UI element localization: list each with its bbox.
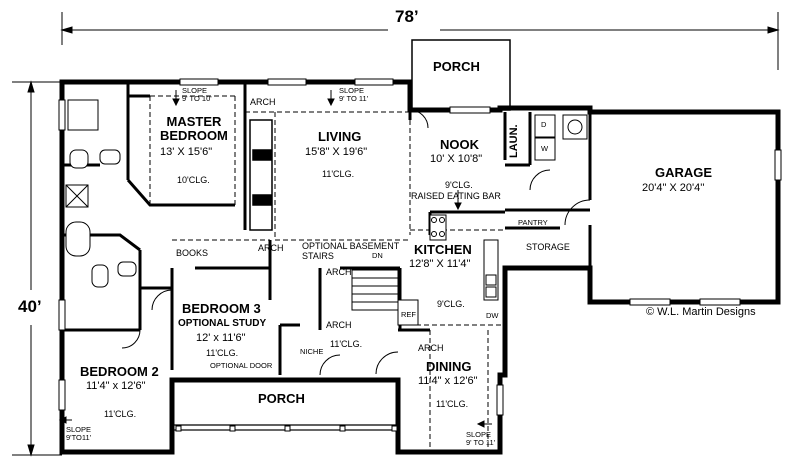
width-dimension-line <box>60 12 780 70</box>
bath-fixtures <box>65 99 137 288</box>
porch-top-title: PORCH <box>433 59 480 74</box>
master-bedroom-ceiling: 10'CLG. <box>177 175 210 185</box>
nook-title: NOOK <box>440 137 479 152</box>
master-bedroom-size: 13' X 15'6" <box>160 146 213 158</box>
bedroom2-title: BEDROOM 2 <box>80 364 159 379</box>
bedroom2-ceiling: 11'CLG. <box>104 409 137 419</box>
hall-ceiling: 11'CLG. <box>330 339 363 349</box>
interior-walls <box>62 82 592 375</box>
dashed-openings <box>149 95 505 450</box>
storage-label: STORAGE <box>526 242 570 252</box>
arch-label: ARCH <box>326 267 352 277</box>
kitchen-fixtures <box>397 214 499 326</box>
nook-size: 10' X 10'8" <box>430 153 483 165</box>
fireplace <box>249 119 273 231</box>
dining-ceiling: 11'CLG. <box>436 399 469 409</box>
bedroom3-ceiling: 11'CLG. <box>206 348 239 358</box>
overall-depth-label: 40’ <box>18 297 42 316</box>
kitchen-title: KITCHEN <box>414 242 472 257</box>
porch-bottom-title: PORCH <box>258 391 305 406</box>
nook-ceiling: 9'CLG. <box>445 180 473 190</box>
porch-top-outline <box>411 39 511 111</box>
bedroom3-subtitle: OPTIONAL STUDY <box>178 318 267 329</box>
bedroom3-size: 12' x 11'6" <box>196 332 246 344</box>
bedroom2-slope-label: SLOPE 9'TO11' <box>66 425 92 443</box>
bedroom2-size: 11'4" x 12'6" <box>86 380 146 392</box>
arch-label: ARCH <box>326 320 352 330</box>
master-bedroom-title: MASTER BEDROOM <box>160 114 228 144</box>
raised-eating-bar-label: RAISED EATING BAR <box>411 191 501 201</box>
windows <box>58 78 782 416</box>
dining-size: 11'4" x 12'6" <box>418 375 478 387</box>
door-swings <box>121 109 591 376</box>
slope-arrows <box>58 90 492 428</box>
stairs <box>351 269 399 311</box>
niche-label: NICHE <box>300 347 324 356</box>
bedroom3-title: BEDROOM 3 <box>182 301 261 316</box>
refrigerator-label: REF <box>401 310 416 319</box>
living-size: 15'8" X 19'6" <box>305 146 368 158</box>
books-label: BOOKS <box>176 248 209 258</box>
pantry-label: PANTRY <box>518 218 548 227</box>
washer-label: W <box>541 144 549 153</box>
arch-label: ARCH <box>250 97 276 107</box>
garage-size: 20'4" X 20'4'' <box>642 182 705 194</box>
kitchen-ceiling: 9'CLG. <box>437 299 465 309</box>
kitchen-size: 12'8" X 11'4" <box>409 258 471 270</box>
basement-stairs-label: OPTIONAL BASEMENT STAIRS <box>302 241 400 261</box>
stairs-down-label: DN <box>372 251 383 260</box>
arch-label: ARCH <box>258 243 284 253</box>
dining-title: DINING <box>426 359 472 374</box>
porch-posts <box>175 425 398 432</box>
garage-title: GARAGE <box>655 165 713 180</box>
dining-slope-label: SLOPE 9' TO 11' <box>466 430 496 448</box>
optional-door-label: OPTIONAL DOOR <box>210 361 273 370</box>
depth-dimension-line <box>12 80 62 457</box>
copyright-notice: © W.L. Martin Designs <box>646 306 756 318</box>
dishwasher-label: DW <box>486 311 499 320</box>
overall-width-label: 78’ <box>395 7 419 26</box>
dryer-label: D <box>541 120 547 129</box>
living-title: LIVING <box>318 129 362 144</box>
master-slope-label: SLOPE 9' TO 10' <box>182 86 212 104</box>
laundry-label: LAUN. <box>508 124 520 158</box>
laundry-appliances <box>534 114 588 161</box>
arch-label: ARCH <box>418 343 444 353</box>
living-slope-label: SLOPE 9' TO 11' <box>339 86 369 104</box>
living-ceiling: 11'CLG. <box>322 169 355 179</box>
